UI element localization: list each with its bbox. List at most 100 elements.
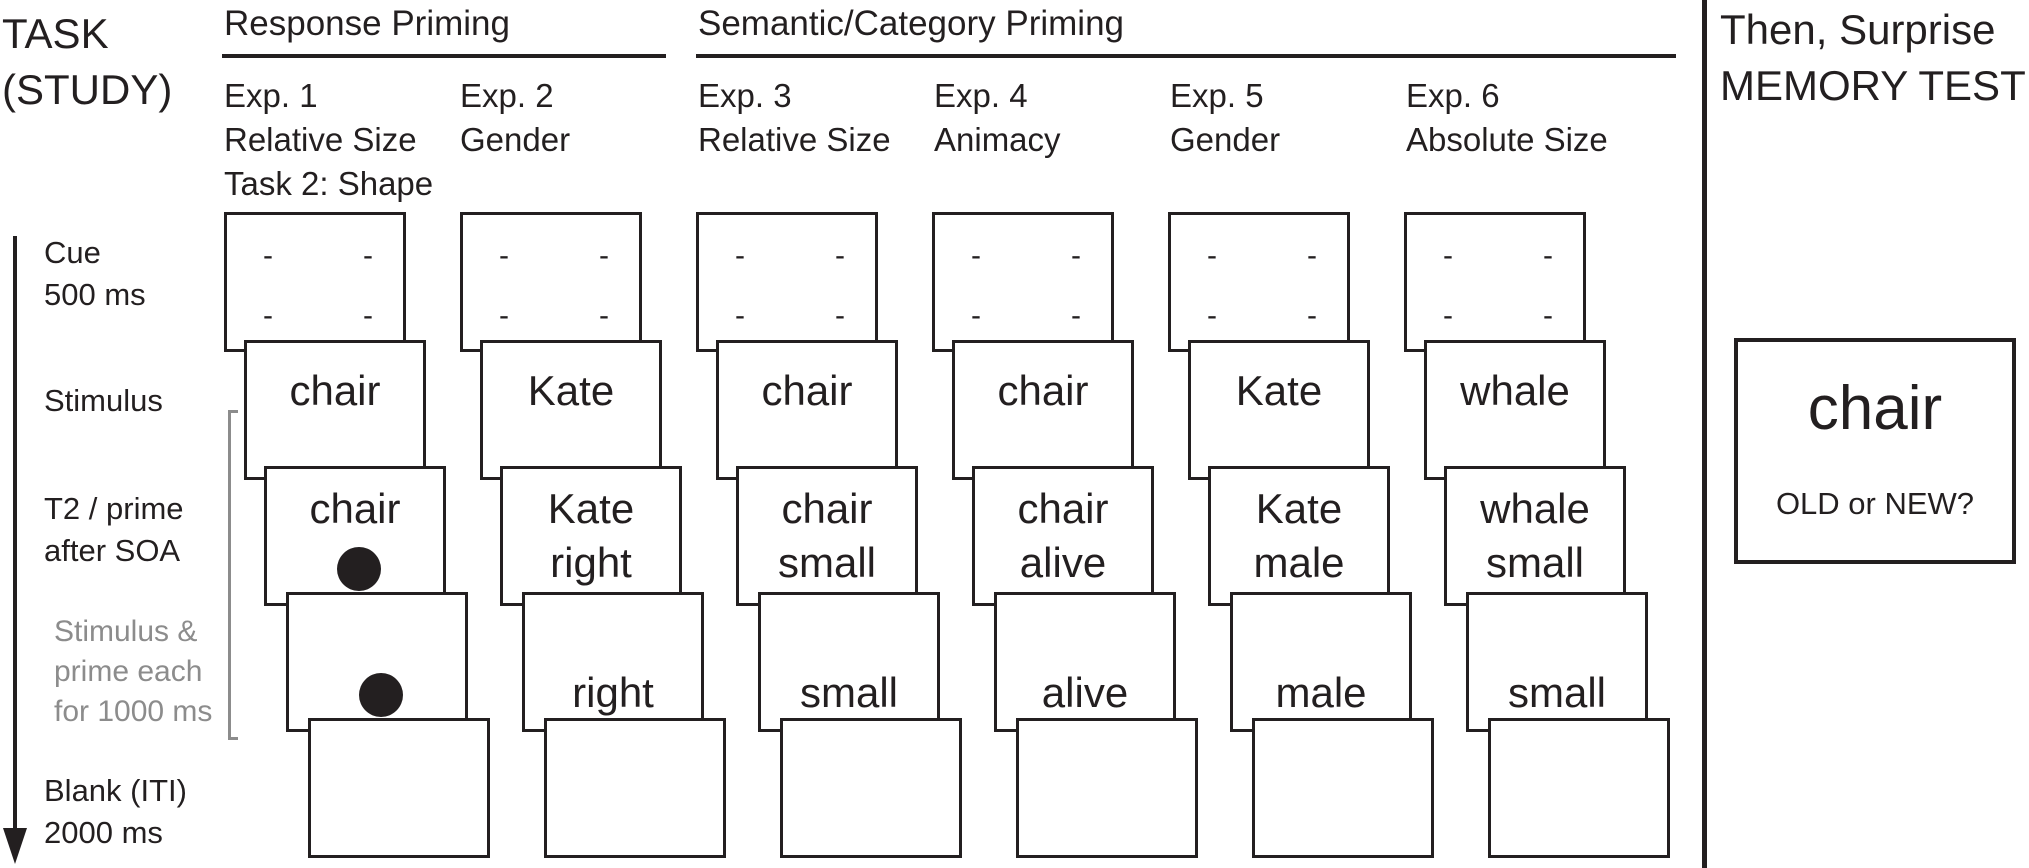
prime-word-top: whale	[1480, 485, 1590, 532]
cue-dash: -	[263, 239, 273, 272]
prime-only-word: male	[1275, 669, 1367, 716]
cue-dash: -	[1443, 299, 1453, 332]
cue-dash: -	[835, 239, 845, 272]
prime-dot-icon	[359, 673, 403, 717]
prime-frame: Kate male	[1208, 466, 1390, 606]
prime-only-word: right	[572, 669, 654, 716]
blank-frame	[308, 718, 490, 858]
prime-frame: chair	[264, 466, 446, 606]
blank-frame	[544, 718, 726, 858]
prime-frame: Kate right	[500, 466, 682, 606]
cue-dash: -	[971, 239, 981, 272]
duration-note: Stimulus & prime each for 1000 ms	[54, 615, 213, 728]
cue-dash: -	[1207, 239, 1217, 272]
blank-frame	[1016, 718, 1198, 858]
prime-frame: chair alive	[972, 466, 1154, 606]
cue-frame: - - - -	[1404, 212, 1586, 352]
group-label-semantic: Semantic/Category Priming	[698, 4, 1124, 43]
cue-dash: -	[735, 299, 745, 332]
stimulus-word: chair	[761, 367, 853, 414]
memory-test-question: OLD or NEW?	[1775, 486, 1975, 521]
blank-frame	[1252, 718, 1434, 858]
prime-word-bottom: small	[777, 539, 876, 586]
memory-test-frame: chair OLD or NEW?	[1734, 338, 2016, 564]
prime-only-frame	[286, 592, 468, 732]
stimulus-word: Kate	[527, 367, 615, 414]
exp-label-3: Exp. 3 Relative Size	[698, 77, 891, 158]
cue-dash: -	[1307, 239, 1317, 272]
stage-label-cue: Cue 500 ms	[44, 235, 146, 312]
cue-dash: -	[835, 299, 845, 332]
stimulus-word: whale	[1460, 367, 1570, 414]
memory-test-title: Then, Surprise MEMORY TEST	[1720, 6, 2026, 109]
time-arrow-icon	[3, 236, 27, 864]
duration-bracket	[228, 410, 238, 740]
prime-only-word: small	[1507, 669, 1606, 716]
cue-frame: - - - -	[224, 212, 406, 352]
cue-dash: -	[363, 299, 373, 332]
prime-only-frame: right	[522, 592, 704, 732]
cue-dash: -	[1071, 299, 1081, 332]
prime-only-word: alive	[1041, 669, 1129, 716]
exp-label-6: Exp. 6 Absolute Size	[1406, 77, 1608, 158]
stimulus-frame: chair	[952, 340, 1134, 480]
exp-label-5: Exp. 5 Gender	[1170, 77, 1281, 158]
prime-word-top: chair	[1017, 485, 1109, 532]
exp-label-1: Exp. 1 Relative Size Task 2: Shape	[224, 77, 434, 202]
cue-dash: -	[599, 239, 609, 272]
cue-dash: -	[1543, 239, 1553, 272]
cue-frame: - - - -	[696, 212, 878, 352]
cue-frame: - - - -	[932, 212, 1114, 352]
stimulus-word: Kate	[1235, 367, 1323, 414]
cue-dash: -	[1543, 299, 1553, 332]
stimulus-frame: chair	[244, 340, 426, 480]
stimulus-word: chair	[997, 367, 1089, 414]
blank-frame	[1488, 718, 1670, 858]
stimulus-frame: Kate	[480, 340, 662, 480]
stimulus-frame: chair	[716, 340, 898, 480]
stage-label-prime: T2 / prime after SOA	[44, 491, 184, 568]
cue-dash: -	[735, 239, 745, 272]
cue-dash: -	[599, 299, 609, 332]
prime-word-top: chair	[781, 485, 873, 532]
prime-word-top: chair	[309, 485, 401, 532]
stimulus-word: chair	[289, 367, 381, 414]
memory-test-word: chair	[1807, 374, 1943, 443]
cue-frame: - - - -	[1168, 212, 1350, 352]
task-title: TASK (STUDY)	[2, 10, 173, 113]
stimulus-frame: whale	[1424, 340, 1606, 480]
exp-label-4: Exp. 4 Animacy	[934, 77, 1061, 158]
cue-dash: -	[1443, 239, 1453, 272]
prime-word-bottom: alive	[1019, 539, 1107, 586]
prime-word-bottom: male	[1253, 539, 1345, 586]
cue-dash: -	[363, 239, 373, 272]
prime-word-bottom: right	[550, 539, 632, 586]
cue-dash: -	[1307, 299, 1317, 332]
cue-dash: -	[499, 299, 509, 332]
prime-only-frame: alive	[994, 592, 1176, 732]
prime-word-top: Kate	[1255, 485, 1343, 532]
prime-only-frame: small	[758, 592, 940, 732]
cue-dash: -	[971, 299, 981, 332]
prime-only-frame: small	[1466, 592, 1648, 732]
prime-only-word: small	[799, 669, 898, 716]
group-rule-response	[222, 54, 666, 58]
prime-frame: whale small	[1444, 466, 1626, 606]
exp-label-2: Exp. 2 Gender	[460, 77, 571, 158]
cue-dash: -	[1207, 299, 1217, 332]
prime-dot-icon	[337, 547, 381, 591]
prime-word-bottom: small	[1485, 539, 1584, 586]
group-rule-semantic	[696, 54, 1676, 58]
cue-frame: - - - -	[460, 212, 642, 352]
stage-label-blank: Blank (ITI) 2000 ms	[44, 773, 187, 850]
blank-frame	[780, 718, 962, 858]
cue-dash: -	[263, 299, 273, 332]
stimulus-frame: Kate	[1188, 340, 1370, 480]
prime-word-top: Kate	[547, 485, 635, 532]
cue-dash: -	[1071, 239, 1081, 272]
prime-frame: chair small	[736, 466, 918, 606]
cue-dash: -	[499, 239, 509, 272]
group-label-response: Response Priming	[224, 4, 510, 43]
prime-only-frame: male	[1230, 592, 1412, 732]
stage-label-stimulus: Stimulus	[44, 383, 163, 418]
